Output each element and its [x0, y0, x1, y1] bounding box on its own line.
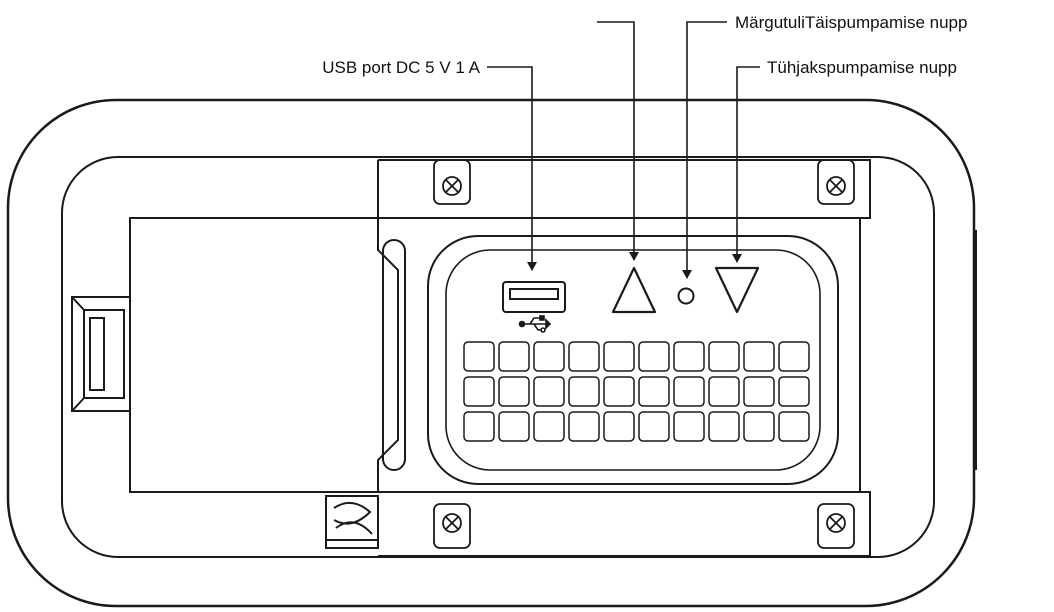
grille-cell	[778, 376, 810, 407]
grille-cell	[463, 411, 495, 442]
grille-cell	[498, 376, 530, 407]
side-latch	[71, 296, 131, 412]
grille-cell	[743, 341, 775, 372]
screw-bottom-left	[433, 503, 471, 549]
grille-cell	[603, 341, 635, 372]
grille-cell	[568, 341, 600, 372]
grille-cell	[743, 411, 775, 442]
control-plate	[427, 235, 839, 485]
grille-cell	[778, 341, 810, 372]
indicator-inflate-label: MärgutuliTäispumpamise nupp	[735, 13, 967, 32]
grille-cell	[603, 376, 635, 407]
grille-cell	[498, 411, 530, 442]
indicator-leader-line	[682, 21, 727, 279]
grille-cell	[743, 376, 775, 407]
grille-cell	[463, 341, 495, 372]
grille-cell	[638, 341, 670, 372]
deflate-button-label: Tühjakspumpamise nupp	[767, 58, 957, 77]
grille-cell	[708, 376, 740, 407]
grille-cell	[498, 341, 530, 372]
grille-cell	[673, 341, 705, 372]
grille-cell	[568, 376, 600, 407]
usb-port-label: USB port DC 5 V 1 A	[322, 58, 480, 77]
callout-lines	[487, 21, 760, 279]
grille-cell	[463, 376, 495, 407]
grille-cell	[533, 411, 565, 442]
grille-cell	[708, 411, 740, 442]
usb-leader-line	[487, 66, 537, 271]
usb-symbol-icon	[518, 315, 552, 333]
grille-cell	[778, 411, 810, 442]
screw-bottom-right	[817, 503, 855, 549]
deflate-leader-line	[732, 66, 760, 263]
inflate-leader-line	[597, 21, 639, 261]
triangle-up-icon[interactable]	[611, 266, 657, 314]
grille-cell	[638, 376, 670, 407]
grille-cell	[708, 341, 740, 372]
grille-cell	[568, 411, 600, 442]
usb-port[interactable]	[502, 281, 566, 313]
speaker-grille	[463, 341, 810, 442]
triangle-down-icon[interactable]	[714, 266, 760, 314]
left-compartment	[129, 160, 399, 493]
grille-cell	[533, 376, 565, 407]
screw-top-right	[817, 159, 855, 205]
grille-cell	[533, 341, 565, 372]
grille-cell	[673, 376, 705, 407]
grille-cell	[603, 411, 635, 442]
grille-cell	[638, 411, 670, 442]
main-panel	[378, 159, 871, 557]
screw-top-left	[433, 159, 471, 205]
grille-cell	[673, 411, 705, 442]
hinge-element	[325, 495, 379, 549]
indicator-light-icon	[677, 287, 695, 305]
